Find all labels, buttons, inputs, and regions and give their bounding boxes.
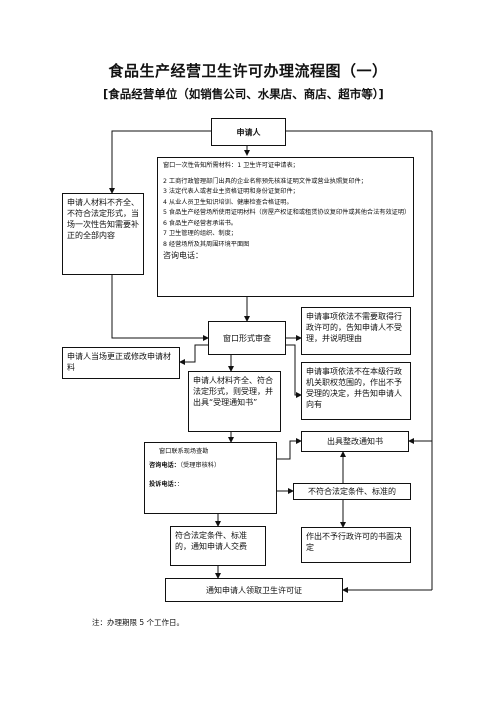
not-in-scope-node: 申请事项依法不在本级行政机关职权范围的，作出不予受理的决定，并告知申请人向有 (301, 362, 411, 420)
inspection-node: 窗口联系现场查勘 咨询电话：（受理审核科） 投诉电话：： (144, 442, 277, 514)
deny-decision-node: 作出不予行政许可的书面决定 (301, 527, 411, 563)
processing-time-note: 注：办理期限 5 个工作日。 (92, 618, 185, 627)
no-permit-needed-node: 申请事项依法不需要取得行政许可的，告知申请人不受理，并说明理由 (301, 307, 411, 355)
materials-item: 7 卫生管理的组织、制度； (163, 230, 237, 237)
meets-node: 符合法定条件、标准的，通知申请人交费 (170, 526, 266, 566)
materials-item: 3 法定代表人或者业主资格证明和身份证复印件； (163, 188, 299, 195)
rectify-notice-node: 出具整改通知书 (301, 431, 409, 452)
notify-collect-node: 通知申请人领取卫生许可证 (165, 578, 343, 602)
materials-item: 8 经营场所及其周围环境平面图 (163, 240, 250, 248)
consult-phone-label: 咨询电话： (149, 461, 180, 469)
consult-phone-value: （受理审核科） (179, 461, 221, 469)
page-subtitle: [食品经营单位（如销售公司、水果店、商店、超市等）] (103, 87, 384, 101)
window-review-node: 窗口形式审查 (208, 321, 286, 355)
complaint-phone-label: 投诉电话： (149, 481, 177, 488)
materials-item: 5 食品生产经营场所使用证明材料（房屋产权证和或租赁协议复印件或其他合法有效证明… (163, 209, 411, 216)
accepted-node: 申请人材料齐全、符合法定形式，则受理，并出具“受理通知书” (188, 371, 281, 432)
correct-on-spot-node: 申请人当场更正或修改申请材料 (62, 347, 180, 379)
materials-box: 窗口一次性告知所需材料：1 卫生许可证申请表； 2 工商行政管理部门出具的企业名… (157, 157, 414, 297)
incomplete-materials-notice: 申请人材料不齐全、不符合法定形式，当场一次性告知需要补正的全部内容 (62, 193, 144, 275)
page-title: 食品生产经营卫生许可办理流程图（一） (108, 62, 388, 80)
materials-item: 6 食品生产经营者承诺书。 (163, 219, 237, 227)
materials-phone: 咨询电话： (163, 251, 203, 260)
complaint-phone-value: ： (176, 481, 184, 488)
materials-intro: 窗口一次性告知所需材料：1 卫生许可证申请表； (163, 162, 299, 169)
materials-item: 4 从业人员卫生知识培训、健康检查合格证明。 (163, 198, 293, 206)
materials-item: 2 工商行政管理部门出具的企业名称预先核准证明文件或营业执照复印件； (163, 177, 367, 185)
applicant-node: 申请人 (211, 118, 286, 146)
not-meet-node: 不符合法定条件、标准的 (293, 483, 411, 500)
inspection-title: 窗口联系现场查勘 (159, 448, 209, 455)
